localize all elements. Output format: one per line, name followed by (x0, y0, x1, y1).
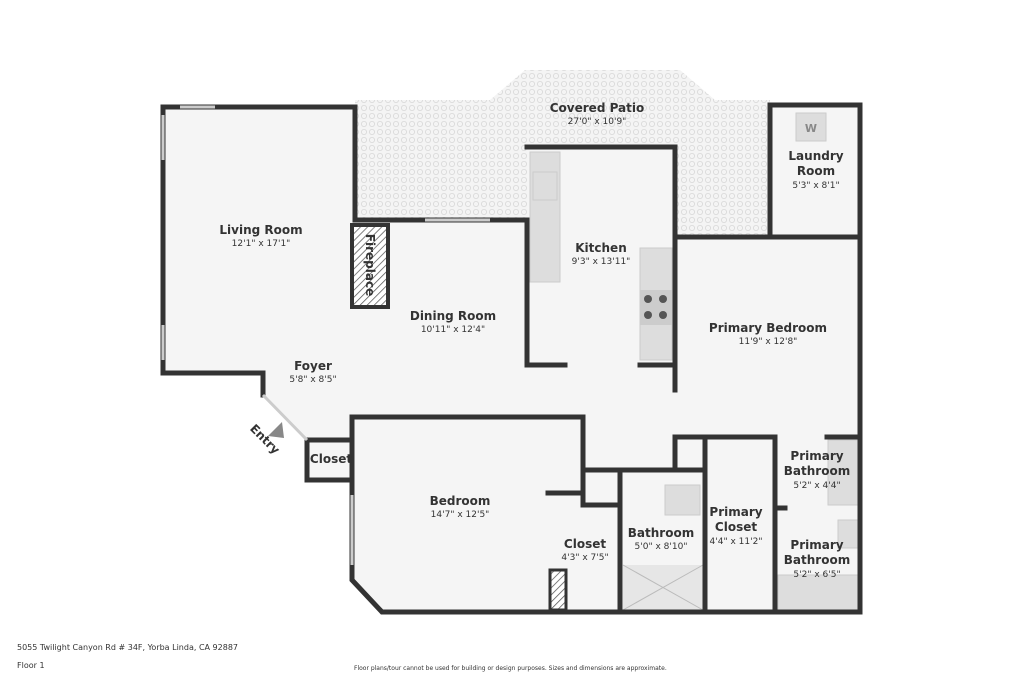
entry-closet-label: Closet (310, 452, 352, 466)
laundry-dims: 5'3" x 8'1" (792, 181, 839, 191)
primary-closet-dims: 4'4" x 11'2" (710, 537, 763, 547)
bathtub (777, 574, 859, 611)
laundry-label-2: Room (797, 164, 835, 178)
primary-closet-label-2: Closet (715, 520, 757, 534)
washer (795, 112, 827, 142)
dining-label: Dining Room (410, 309, 496, 323)
closet-dims: 4'3" x 7'5" (561, 553, 608, 563)
kitchen-dims: 9'3" x 13'11" (572, 257, 631, 267)
entry-arrow-icon (268, 422, 284, 438)
kitchen-label: Kitchen (575, 241, 627, 255)
bathroom-sink (664, 484, 701, 516)
fireplace (350, 223, 390, 309)
fireplace-label: Fireplace (363, 234, 377, 296)
primary-closet-label: Primary (709, 505, 762, 519)
primary-bedroom-label: Primary Bedroom (709, 321, 827, 335)
stove-icon (640, 290, 672, 325)
foyer-label: Foyer (294, 359, 332, 373)
disclaimer: Floor plans/tour cannot be used for buil… (354, 665, 667, 672)
primary-bath2-dims: 5'2" x 6'5" (793, 570, 840, 580)
kitchen-sink (532, 171, 558, 201)
living-dims: 12'1" x 17'1" (232, 239, 291, 249)
address: 5055 Twilight Canyon Rd # 34F, Yorba Lin… (17, 643, 238, 652)
washer-icon: W (805, 122, 817, 135)
primary-bath2-label: Primary (790, 538, 843, 552)
patio-area (355, 70, 770, 237)
bedroom-dims: 14'7" x 12'5" (431, 510, 490, 520)
entry-door[interactable] (261, 393, 309, 442)
closet-label: Closet (564, 537, 606, 551)
primary-bath1-label-2: Bathroom (784, 464, 850, 478)
primary-bath2-label-2: Bathroom (784, 553, 850, 567)
bathroom-label: Bathroom (628, 526, 694, 540)
primary-bath1-dims: 5'2" x 4'4" (793, 481, 840, 491)
foyer-dims: 5'8" x 8'5" (289, 375, 336, 385)
bathroom-dims: 5'0" x 8'10" (635, 542, 688, 552)
closet-shelf (548, 568, 568, 612)
floor-label: Floor 1 (17, 661, 45, 670)
primary-bath-sink (827, 439, 859, 506)
dining-dims: 10'11" x 12'4" (421, 325, 485, 335)
bedroom-label: Bedroom (430, 494, 491, 508)
patio-label: Covered Patio (550, 101, 645, 115)
primary-bedroom-dims: 11'9" x 12'8" (739, 337, 798, 347)
living-label: Living Room (219, 223, 302, 237)
patio-dims: 27'0" x 10'9" (568, 117, 627, 127)
laundry-label: Laundry (788, 149, 843, 163)
primary-bath1-label: Primary (790, 449, 843, 463)
